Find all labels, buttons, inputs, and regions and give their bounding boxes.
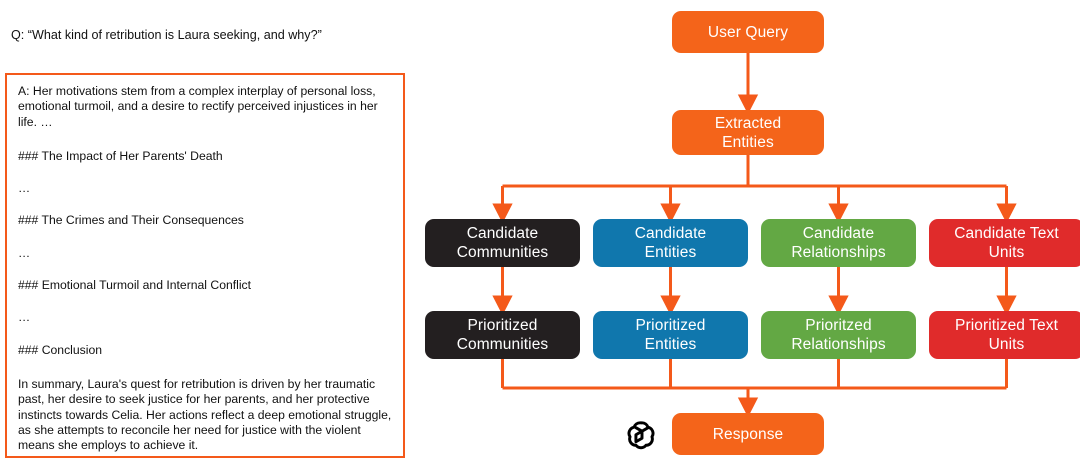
qa-panel: Q: “What kind of retribution is Laura se… [0, 0, 420, 464]
answer-intro-paragraph: A: Her motivations stem from a complex i… [18, 84, 378, 129]
answer-ellipsis-1: … [18, 181, 32, 196]
node-response[interactable]: Response [672, 413, 824, 455]
answer-heading-4: ### Conclusion [18, 342, 103, 357]
openai-logo-icon [627, 421, 655, 450]
spacer [18, 229, 392, 246]
answer-ellipsis-3: … [18, 310, 32, 325]
spacer [18, 261, 392, 278]
spacer [18, 164, 392, 181]
spacer [18, 196, 392, 213]
flow-connectors [492, 53, 1017, 418]
spacer [18, 358, 392, 377]
spacer [18, 326, 392, 343]
node-user-query[interactable]: User Query [672, 11, 824, 53]
spacer [18, 293, 392, 310]
answer-box: A: Her motivations stem from a complex i… [5, 73, 405, 458]
question-text: Q: “What kind of retribution is Laura se… [11, 28, 322, 42]
spacer [18, 130, 392, 149]
answer-heading-3: ### Emotional Turmoil and Internal Confl… [18, 278, 252, 293]
answer-heading-1: ### The Impact of Her Parents' Death [18, 148, 223, 163]
answer-ellipsis-2: … [18, 245, 32, 260]
answer-summary-paragraph: In summary, Laura's quest for retributio… [18, 376, 392, 453]
answer-heading-2: ### The Crimes and Their Consequences [18, 213, 244, 228]
